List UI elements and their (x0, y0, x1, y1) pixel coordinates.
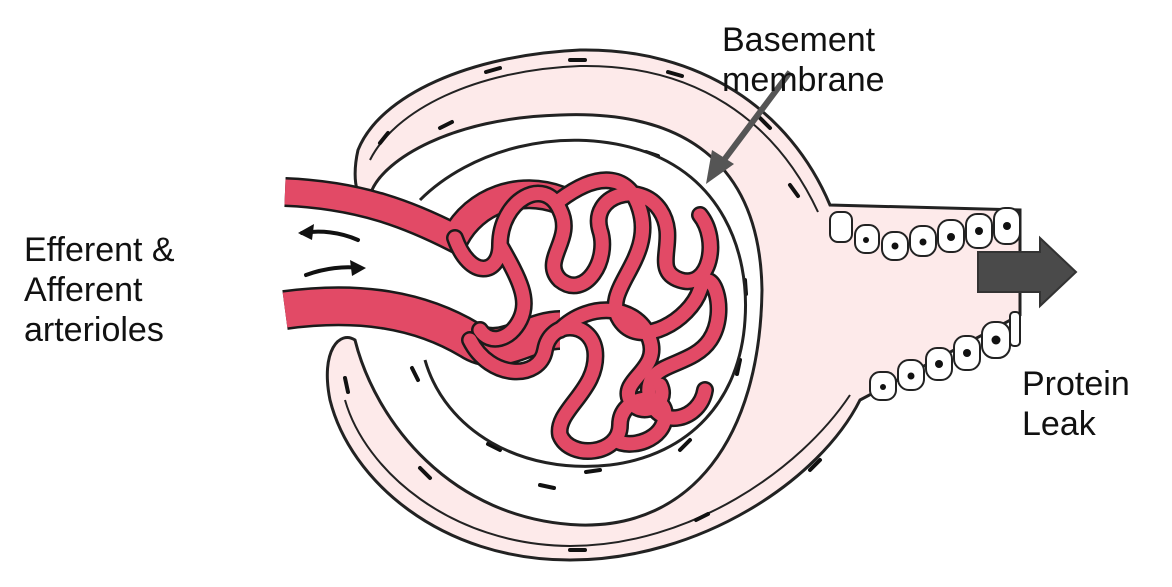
basement-membrane-label: Basement membrane (722, 20, 885, 100)
protein-leak-label-line1: Protein (1022, 364, 1130, 404)
arterioles-label-line2: Afferent (24, 270, 175, 310)
flow-arrows (298, 224, 366, 276)
basement-membrane-label-line2: membrane (722, 60, 885, 100)
arterioles-label-line3: arterioles (24, 310, 175, 350)
arterioles-label-line1: Efferent & (24, 230, 175, 270)
protein-leak-label-line2: Leak (1022, 404, 1130, 444)
basement-membrane-label-line1: Basement (722, 20, 885, 60)
protein-leak-label: Protein Leak (1022, 364, 1130, 444)
arterioles-label: Efferent & Afferent arterioles (24, 230, 175, 350)
